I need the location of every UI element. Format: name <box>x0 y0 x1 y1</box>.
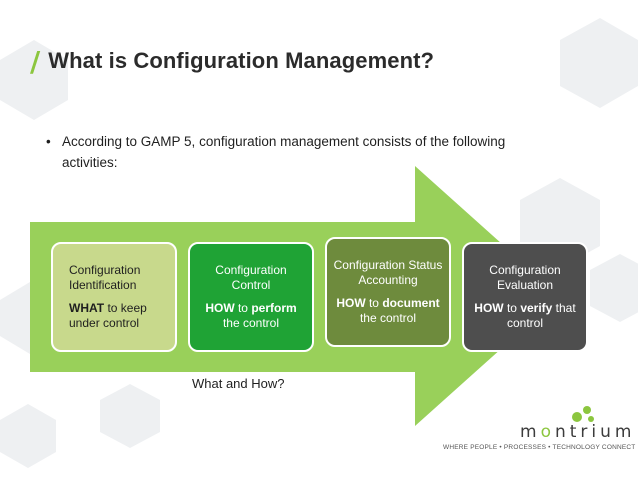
bullet-point: • According to GAMP 5, configuration man… <box>46 131 556 173</box>
activity-keyword: HOW <box>336 296 366 310</box>
activity-title: Configuration Evaluation <box>489 263 561 292</box>
activity-description: WHAT to keep under control <box>69 301 169 331</box>
activity-text: that control <box>506 301 576 330</box>
activity-description: HOW to document the control <box>333 296 443 326</box>
slide-title: / What is Configuration Management? <box>30 44 434 78</box>
activity-box-identification: Configuration Identification WHAT to kee… <box>51 242 177 352</box>
activity-keyword: document <box>382 296 440 310</box>
activity-text: the control <box>359 311 417 325</box>
activity-keyword: verify <box>520 301 553 315</box>
bullet-text: According to GAMP 5, configuration manag… <box>62 134 506 170</box>
activity-text: to <box>234 301 252 315</box>
hexagon-pattern <box>0 18 638 468</box>
activity-title: Configuration Identification <box>69 263 141 292</box>
arrow-caption: What and How? <box>192 376 285 391</box>
activity-keyword: HOW <box>474 301 504 315</box>
activity-text: the control <box>222 316 280 330</box>
activity-title: Configuration Status Accounting <box>333 258 443 287</box>
page-title: What is Configuration Management? <box>48 48 435 73</box>
activity-text: to keep under control <box>69 301 147 330</box>
activity-keyword: perform <box>251 301 297 315</box>
activity-title: Configuration Control <box>215 263 287 292</box>
wordmark-accent: o <box>540 422 555 442</box>
logo-tagline: WHERE PEOPLE • PROCESSES • TECHNOLOGY CO… <box>443 444 636 451</box>
activity-box-status-accounting: Configuration Status Accounting HOW to d… <box>325 237 451 347</box>
activity-text: to <box>503 301 521 315</box>
activity-box-evaluation: Configuration Evaluation HOW to verify t… <box>462 242 588 352</box>
activity-box-control: Configuration Control HOW to perform the… <box>188 242 314 352</box>
activity-keyword: HOW <box>205 301 235 315</box>
activity-description: HOW to verify that control <box>470 301 580 331</box>
bullet-dot: • <box>46 134 51 149</box>
activity-description: HOW to perform the control <box>196 301 306 331</box>
activity-keyword: WHAT <box>69 301 105 315</box>
wordmark-part: m <box>520 422 541 442</box>
wordmark-part: ntrium <box>554 422 636 442</box>
activity-text: to <box>365 296 383 310</box>
title-slash-mark: / <box>30 44 41 78</box>
montrium-logo-icon <box>572 406 594 422</box>
montrium-wordmark: montrium <box>520 422 635 442</box>
